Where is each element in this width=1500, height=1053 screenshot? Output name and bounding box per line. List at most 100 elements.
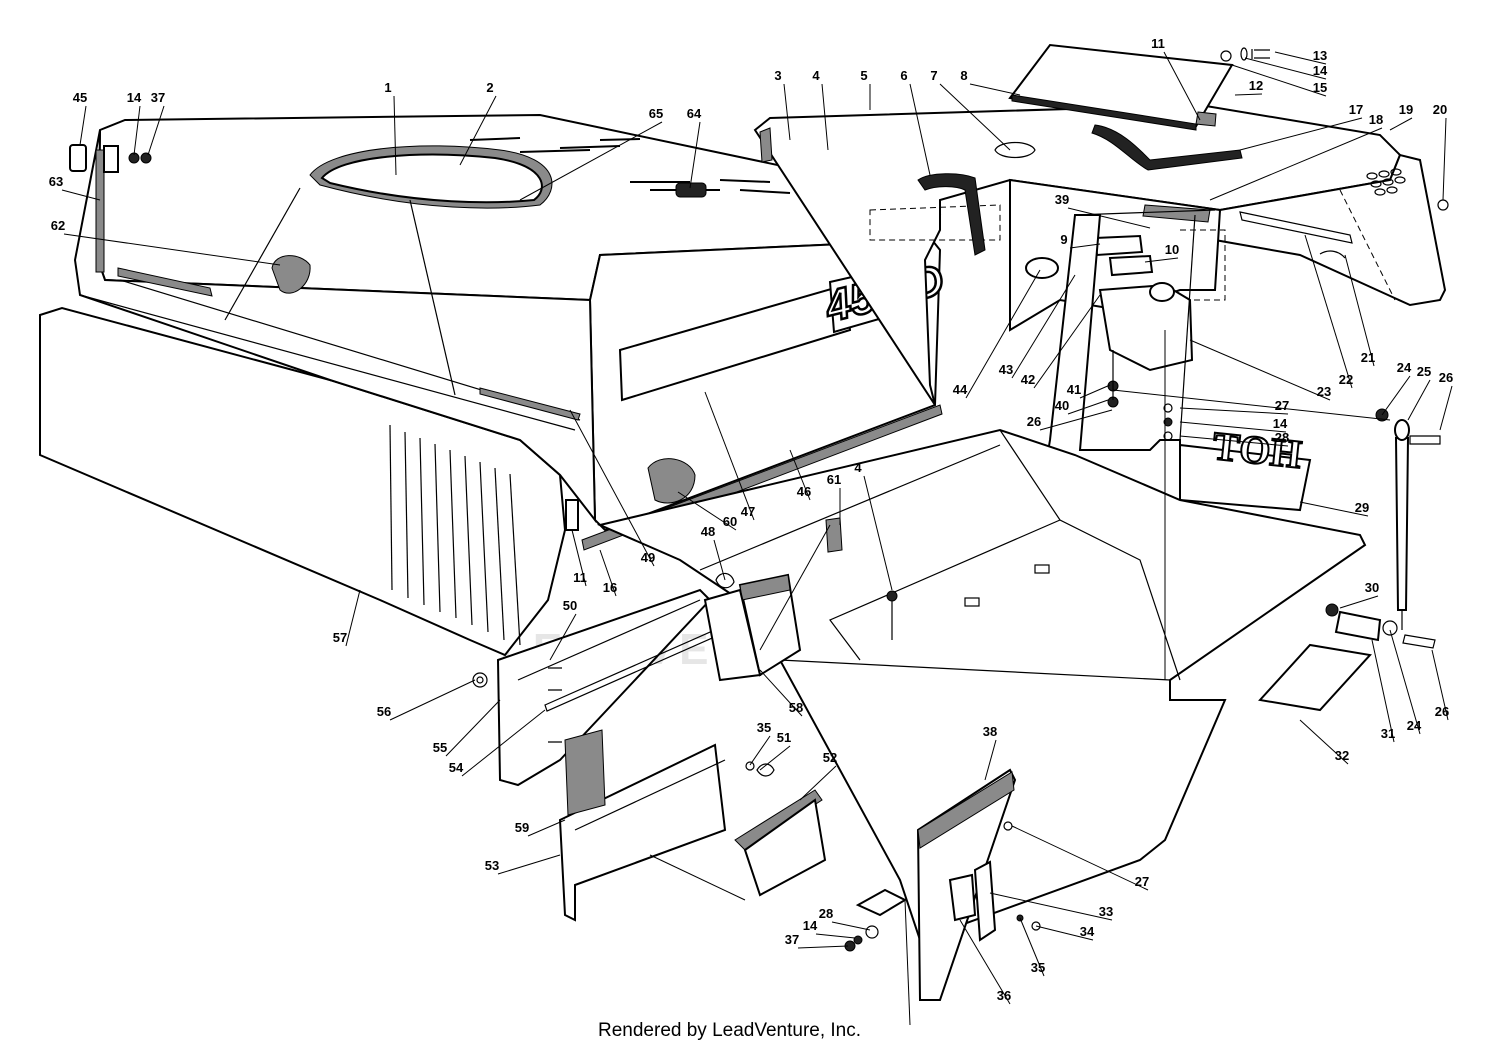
nut-30 — [1325, 603, 1339, 617]
leader-line-c-14b — [1179, 421, 1287, 433]
callout-c-63: 63 — [49, 174, 63, 189]
callout-c-38: 38 — [983, 724, 997, 739]
leader-line-c-53 — [497, 854, 561, 875]
leader-line-c-32 — [1299, 719, 1349, 765]
callout-c-54: 54 — [449, 760, 464, 775]
callout-c-14b: 14 — [1273, 416, 1288, 431]
latch-45 — [69, 144, 87, 172]
leader-line-c-12 — [1234, 93, 1263, 96]
callout-c-1: 1 — [384, 80, 391, 95]
latch-33 — [973, 860, 997, 942]
leader-line-c-39 — [1067, 207, 1151, 229]
callout-c-27a: 27 — [1275, 398, 1289, 413]
cotter-pin-21 — [1319, 250, 1346, 259]
leader-line-c-33 — [989, 892, 1113, 921]
leader-line-c-59 — [527, 819, 566, 837]
leader-line-c-55 — [445, 699, 501, 757]
washer-28 — [865, 925, 879, 939]
callout-c-17: 17 — [1349, 102, 1363, 117]
fender-seal-3 — [759, 127, 773, 163]
callout-c-39: 39 — [1055, 192, 1069, 207]
support-rod-22 — [1239, 211, 1353, 244]
leader-line-c-35b — [749, 735, 771, 766]
callout-c-48: 48 — [701, 524, 715, 539]
callout-c-28b: 28 — [819, 906, 833, 921]
callout-c-51: 51 — [777, 730, 791, 745]
leader-line-c-8 — [969, 83, 1021, 96]
leader-line-c-29 — [1299, 501, 1369, 517]
foam-pad-60 — [647, 458, 696, 504]
leader-line-c-51 — [759, 745, 791, 771]
callout-c-64: 64 — [687, 106, 702, 121]
callout-c-22: 22 — [1339, 372, 1353, 387]
leader-line-c-50 — [549, 613, 577, 661]
callout-c-29: 29 — [1355, 500, 1369, 515]
air-intake-opening — [320, 153, 543, 204]
bolt-26-bottom — [1402, 634, 1436, 649]
callout-c-50: 50 — [563, 598, 577, 613]
screw-27 — [1163, 403, 1173, 413]
hot-label: HOT — [1210, 423, 1303, 477]
leader-line-c-64 — [689, 121, 701, 189]
callout-c-65: 65 — [649, 106, 663, 121]
leader-line-c-37a — [797, 945, 849, 949]
deflector-32 — [1258, 643, 1372, 712]
latch-base-36 — [948, 873, 977, 922]
leader-line-c-37b — [147, 105, 165, 156]
leader-line-c-16 — [599, 549, 617, 597]
leader-line-c-20 — [1442, 117, 1447, 201]
leader-line-c-23 — [1189, 339, 1331, 401]
callout-c-31: 31 — [1381, 726, 1395, 741]
callout-c-35b: 35 — [757, 720, 771, 735]
callout-c-26b: 26 — [1027, 414, 1041, 429]
callout-c-37a: 37 — [785, 932, 799, 947]
callout-c-32: 32 — [1335, 748, 1349, 763]
leader-line-c-28a — [1179, 435, 1289, 447]
callout-c-56: 56 — [377, 704, 391, 719]
leader-line-c-15 — [1231, 64, 1327, 97]
fender-opening-7 — [994, 141, 1036, 159]
leader-line-c-26b — [1039, 409, 1113, 431]
foam-pad-59 — [564, 729, 606, 816]
washer-15 — [1220, 50, 1232, 62]
leader-line-c-34 — [1035, 925, 1094, 941]
bolt-20 — [1437, 199, 1449, 211]
leader-line-c-1 — [393, 95, 397, 176]
pan-slot — [1034, 564, 1050, 574]
hood-vent-slots — [469, 137, 791, 194]
callout-c-4b: 4 — [854, 460, 862, 475]
leader-line-c-35a — [1019, 917, 1045, 977]
bracket-panel-55 — [496, 588, 712, 787]
leader-line-c-62 — [63, 233, 281, 266]
callout-c-12: 12 — [1249, 78, 1263, 93]
callout-c-58: 58 — [789, 700, 803, 715]
grille-skirt-panel — [39, 306, 567, 657]
callout-c-2: 2 — [486, 80, 493, 95]
callout-c-33: 33 — [1099, 904, 1113, 919]
leader-line-c-2 — [459, 95, 497, 166]
leader-line-c-7 — [939, 83, 1011, 151]
washer-14 — [1163, 417, 1173, 427]
leader-line-c-49 — [569, 409, 655, 567]
leader-line-c-10 — [1144, 257, 1179, 263]
trim-strip-6 — [917, 173, 986, 256]
leader-line-c-17 — [1239, 117, 1363, 151]
callout-c-25: 25 — [1417, 364, 1431, 379]
bracket-9 — [1093, 234, 1144, 257]
callout-c-14a: 14 — [1313, 63, 1328, 78]
washer-56 — [472, 672, 488, 688]
leader-line-c-26a — [1439, 385, 1453, 431]
callout-c-26c: 26 — [1435, 704, 1449, 719]
callout-c-49: 49 — [641, 550, 655, 565]
callout-c-53: 53 — [485, 858, 499, 873]
hood-edge-seal — [95, 149, 105, 273]
leader-line-c-40 — [1067, 399, 1109, 415]
leader-line-c-60 — [677, 491, 737, 531]
callout-c-14d: 14 — [127, 90, 142, 105]
leader-line-c-27a — [1179, 407, 1289, 415]
callout-c-57: 57 — [333, 630, 347, 645]
leader-line-c-21 — [1344, 254, 1375, 367]
callout-c-18: 18 — [1369, 112, 1383, 127]
leader-line-c-28b — [831, 921, 871, 931]
